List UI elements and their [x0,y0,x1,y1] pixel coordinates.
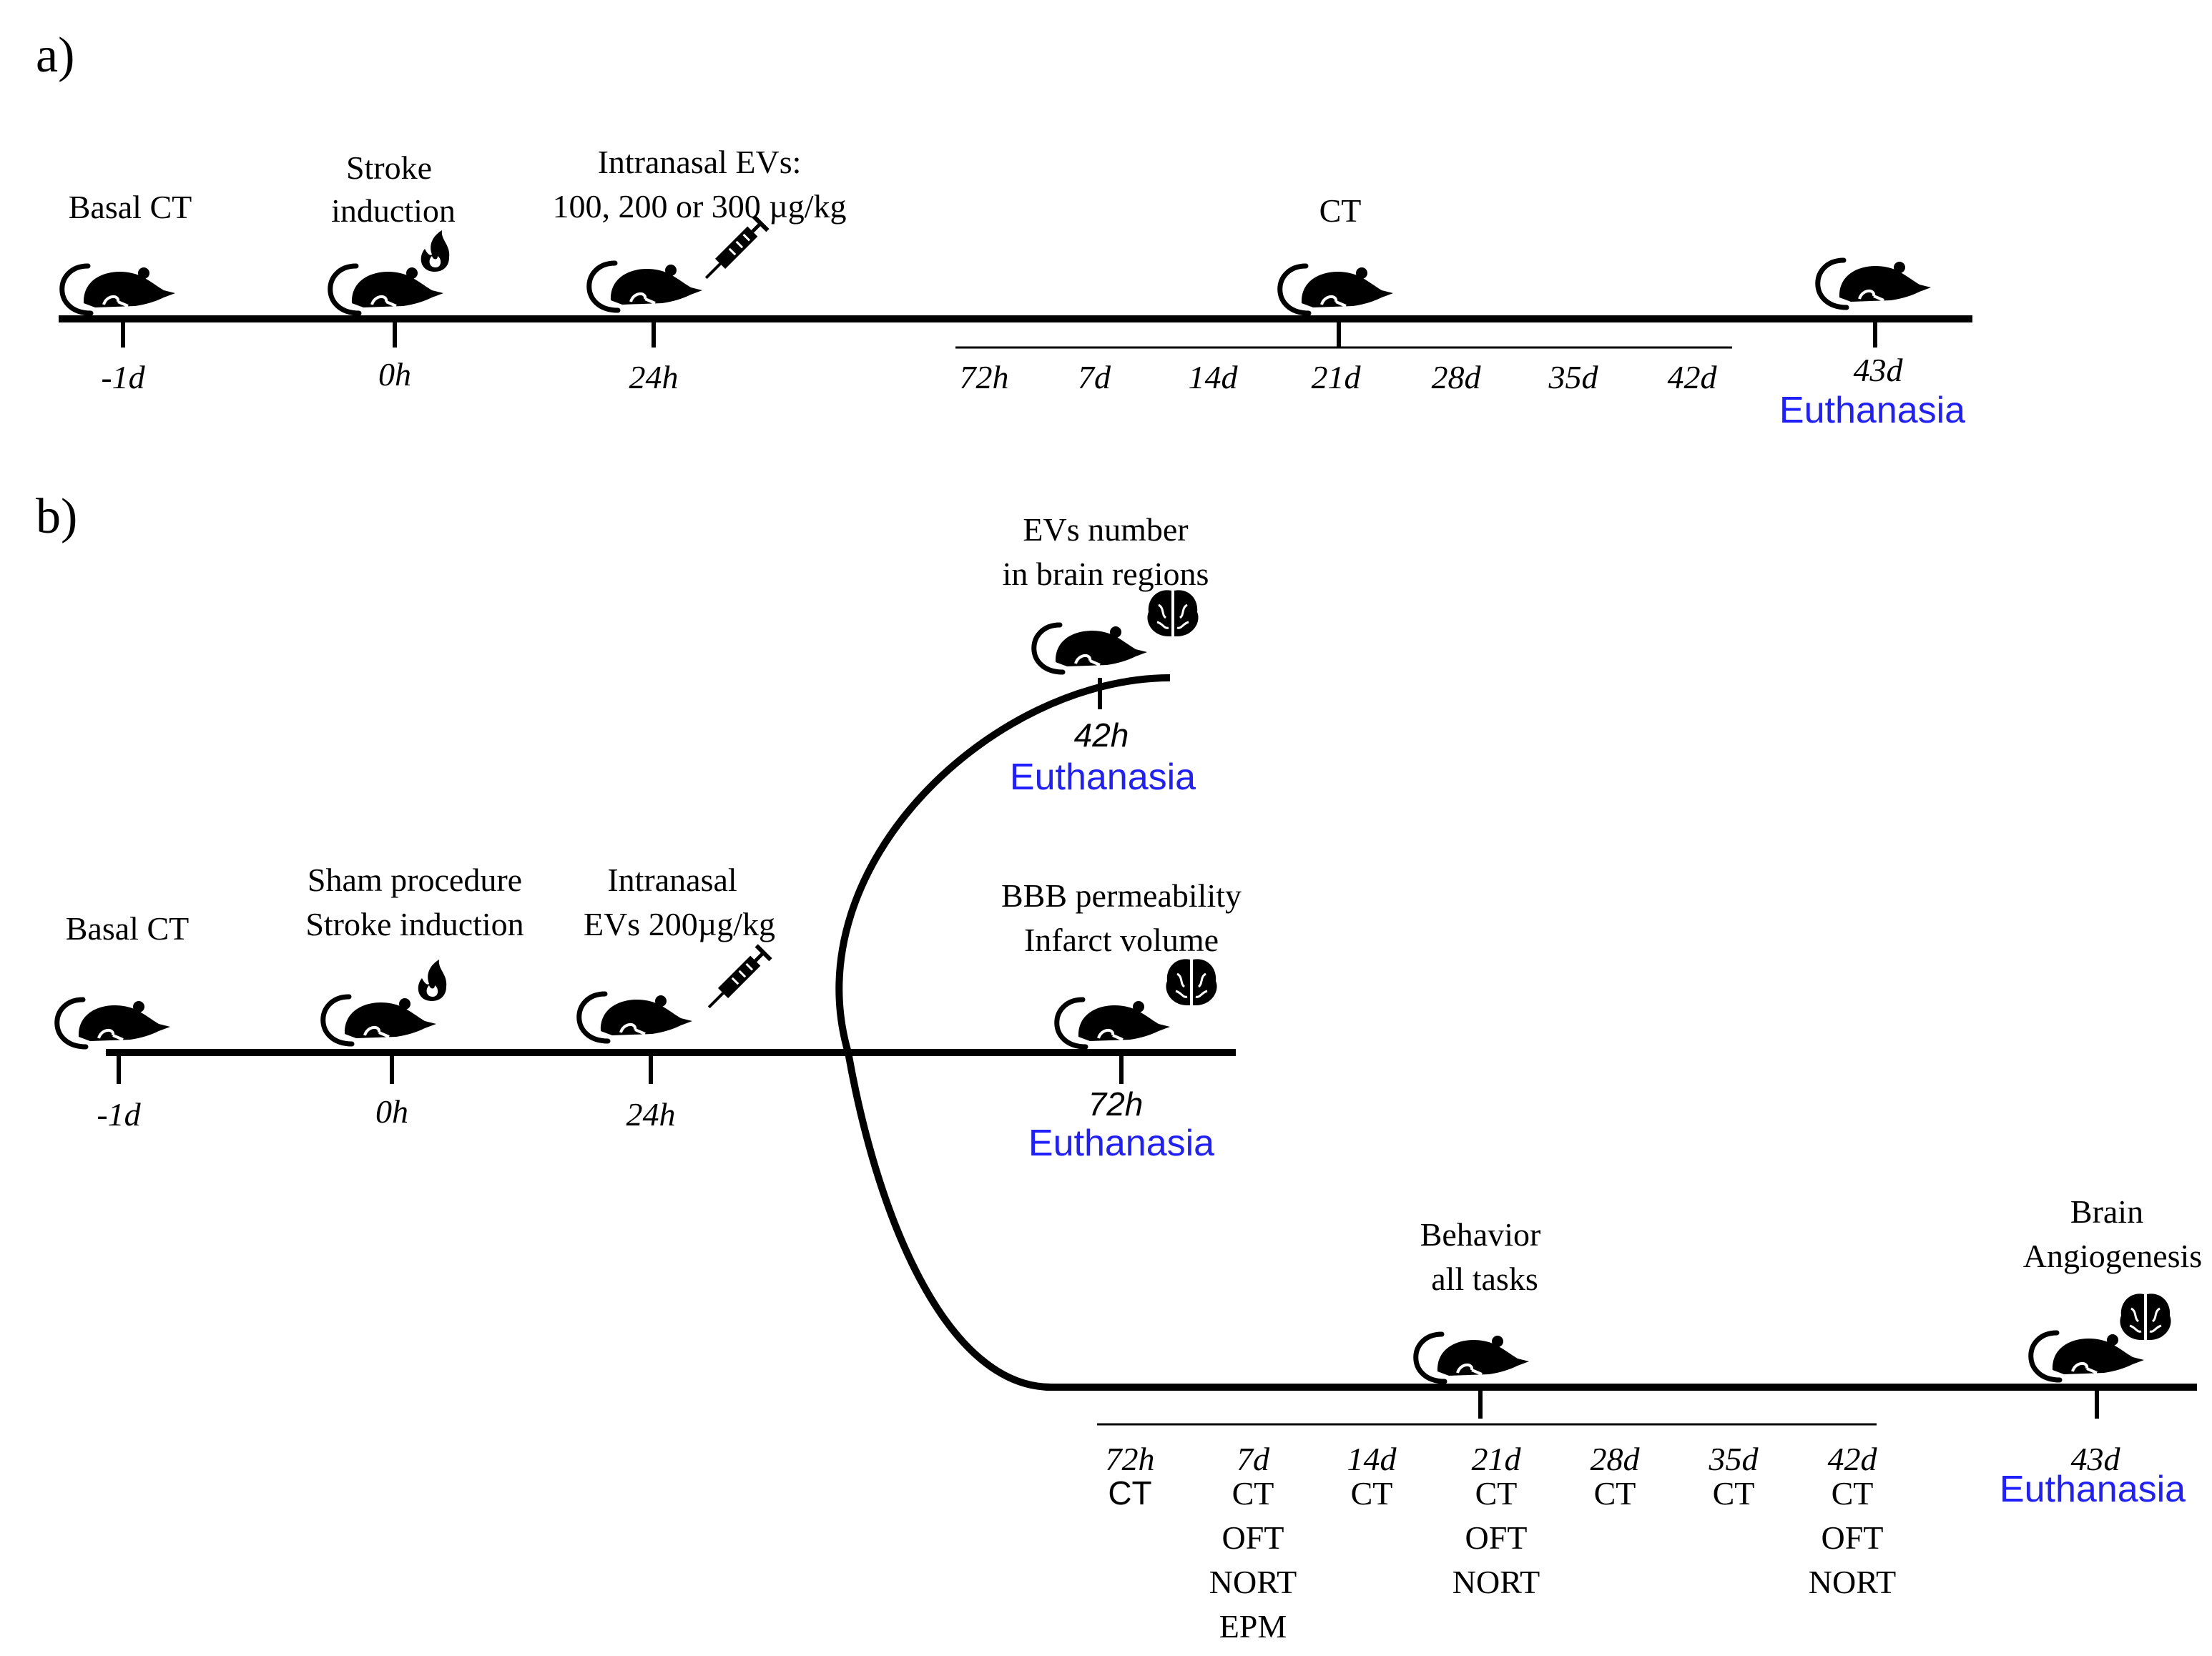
b72-label-1: BBB permeability [1001,877,1242,914]
mouse-icon [1057,1000,1170,1047]
brain-icon [2118,1292,2173,1341]
timepoint-test-label: CT [1232,1475,1274,1512]
long-euthanasia-label: Euthanasia [2000,1469,2186,1510]
tick-label: 24h [629,359,679,395]
timepoint-test-label: EPM [1219,1608,1287,1645]
timepoint-tick-label: 35d [1709,1441,1759,1477]
a-stroke-label-1: Stroke [346,149,432,186]
timepoint-tick-label: 14d [1347,1441,1397,1477]
tick-label: 42d [1668,359,1718,395]
timepoint-test-label: NORT [1452,1564,1540,1600]
syringe-icon [709,946,770,1007]
tick-label: -1d [97,1096,141,1133]
mouse-icon [1416,1334,1529,1381]
mouse-icon [2031,1333,2144,1380]
tick-label: 24h [626,1096,676,1133]
tick-label: -1d [101,359,145,395]
b-stroke-label: Stroke induction [305,906,523,942]
timepoint-tick-label: 72h [1106,1441,1155,1477]
timepoint-tick-label: 42d [1828,1441,1878,1477]
brain-angiogenesis-label-1: Brain [2070,1193,2143,1230]
branch-curve [835,674,1171,1391]
behavior-label-2: all tasks [1431,1261,1538,1297]
behavior-label-1: Behavior [1420,1216,1541,1253]
b42-euthanasia-label: Euthanasia [1010,756,1196,798]
tick-label: 43d [1854,352,1904,388]
timepoint-test-label: CT [1351,1475,1393,1512]
tick-label: 0h [378,356,411,393]
panel-b-main-tick-labels: -1d 0h 24h [97,1093,675,1133]
b72-tick-label: 72h [1088,1085,1144,1123]
timepoint-test-label: CT [1475,1475,1518,1512]
a-stroke-label-2: induction [331,192,456,229]
a-evs-label-2: 100, 200 or 300 µg/kg [552,188,846,225]
b42-label-2: in brain regions [1003,556,1209,592]
b-sham-label: Sham procedure [308,862,522,898]
tick-label: 35d [1548,359,1599,395]
timepoint-test-label: CT [1713,1475,1755,1512]
long-branch-timepoints: 72hCT7dCTOFTNORTEPM14dCT21dCTOFTNORT28dC… [1106,1441,1897,1645]
mouse-icon [330,266,443,313]
timepoint-tick-label: 7d [1237,1441,1270,1477]
timepoint-test-label: NORT [1209,1564,1297,1600]
panel-b-label: b) [36,489,77,544]
panel-a-tick-labels: -1d 0h 24h 72h 7d 14d 21d 28d 35d 42d 43… [101,352,1903,395]
syringe-icon [706,217,767,278]
long-end-tick-label: 43d [2071,1441,2121,1477]
tick-label: 14d [1189,359,1239,395]
a-euthanasia-label: Euthanasia [1779,390,1965,431]
a-ct-label: CT [1319,192,1362,229]
timepoint-test-label: CT [1594,1475,1636,1512]
brain-icon [1146,588,1200,638]
b-evs-label-2: EVs 200µg/kg [584,906,775,942]
brain-icon [1164,957,1219,1007]
tick-label: 21d [1312,359,1362,395]
b-evs-label-1: Intranasal [607,862,737,898]
mouse-icon [57,1000,170,1047]
brain-angiogenesis-label-2: Angiogenesis [2023,1238,2202,1274]
b42-tick-label: 42h [1074,716,1129,754]
mouse-icon [1034,625,1147,672]
timepoint-test-label: OFT [1465,1519,1528,1556]
b72-euthanasia-label: Euthanasia [1028,1123,1214,1164]
timepoint-tick-label: 28d [1591,1441,1641,1477]
mouse-icon [589,263,702,310]
panel-b-ticks [117,678,2099,1419]
flame-icon [421,230,450,272]
timepoint-test-label: CT [1832,1475,1874,1512]
timepoint-tick-label: 21d [1472,1441,1522,1477]
timepoint-test-label: CT [1108,1474,1151,1512]
b-basal-ct-label: Basal CT [66,910,189,947]
tick-label: 72h [960,359,1009,395]
timepoint-test-label: OFT [1222,1519,1284,1556]
mouse-icon [323,997,436,1044]
panel-a-ticks [121,319,1877,348]
timepoint-test-label: OFT [1822,1519,1884,1556]
tick-label: 0h [375,1093,408,1130]
mouse-icon [579,994,692,1041]
mouse-icon [62,266,175,313]
mouse-icon [1280,266,1393,313]
mouse-icon [1818,260,1931,307]
panel-a-label: a) [36,28,74,83]
b42-label-1: EVs number [1023,511,1188,548]
flame-icon [418,960,447,1001]
a-basal-ct-label: Basal CT [69,189,192,225]
tick-label: 7d [1078,359,1111,395]
tick-label: 28d [1432,359,1482,395]
b72-label-2: Infarct volume [1024,922,1219,958]
a-evs-label-1: Intranasal EVs: [598,144,802,180]
timepoint-test-label: NORT [1809,1564,1896,1600]
